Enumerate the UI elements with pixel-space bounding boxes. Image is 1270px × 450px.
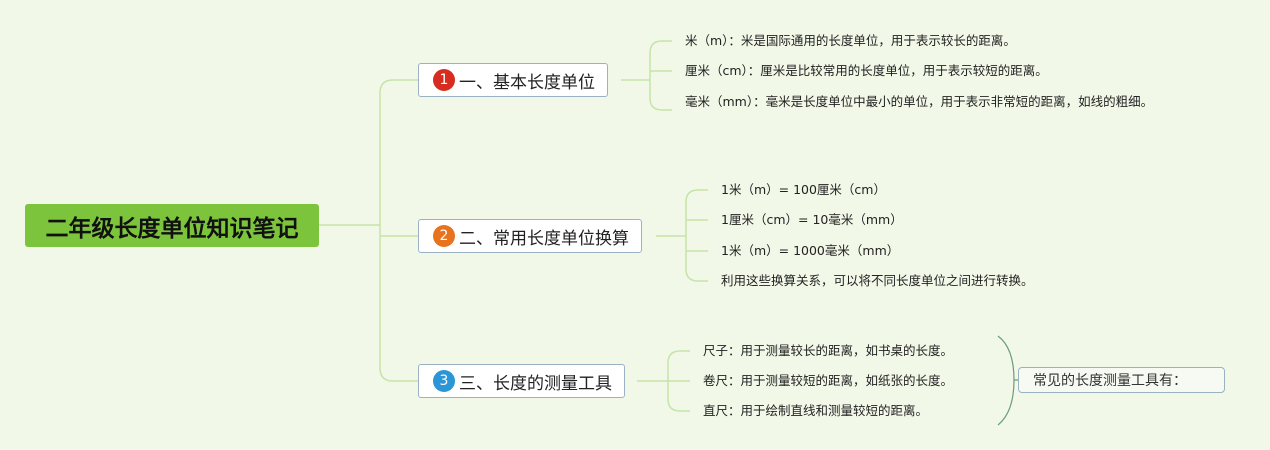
summary-label: 常见的长度测量工具有：	[1033, 373, 1187, 389]
leaf-straightedge[interactable]: 直尺：用于绘制直线和测量较短的距离。	[703, 403, 929, 418]
root-title: 二年级长度单位知识笔记	[45, 215, 299, 242]
number-badge-icon: 1	[433, 69, 455, 91]
number-badge-icon: 3	[433, 370, 455, 392]
leaf-conversion-m-cm[interactable]: 1米（m）= 100厘米（cm）	[721, 182, 886, 197]
branch-label: 三、长度的测量工具	[459, 373, 612, 394]
branch-label: 二、常用长度单位换算	[459, 228, 629, 249]
branch-unit-conversion[interactable]: 2 二、常用长度单位换算	[418, 219, 642, 253]
leaf-conversion-cm-mm[interactable]: 1厘米（cm）= 10毫米（mm）	[721, 212, 903, 227]
branch-basic-units[interactable]: 1 一、基本长度单位	[418, 63, 608, 97]
number-badge-icon: 2	[433, 225, 455, 247]
leaf-centimeter[interactable]: 厘米（cm）：厘米是比较常用的长度单位，用于表示较短的距离。	[685, 63, 1048, 78]
leaf-conversion-m-mm[interactable]: 1米（m）= 1000毫米（mm）	[721, 243, 900, 258]
leaf-conversion-note[interactable]: 利用这些换算关系，可以将不同长度单位之间进行转换。	[721, 273, 1034, 288]
leaf-ruler[interactable]: 尺子：用于测量较长的距离，如书桌的长度。	[703, 343, 954, 358]
leaf-millimeter[interactable]: 毫米（mm）：毫米是长度单位中最小的单位，用于表示非常短的距离，如线的粗细。	[685, 94, 1154, 109]
branch-label: 一、基本长度单位	[459, 72, 595, 93]
leaf-tape-measure[interactable]: 卷尺：用于测量较短的距离，如纸张的长度。	[703, 373, 954, 388]
branch-measuring-tools[interactable]: 3 三、长度的测量工具	[418, 364, 625, 398]
leaf-meter[interactable]: 米（m）：米是国际通用的长度单位，用于表示较长的距离。	[685, 33, 1016, 48]
summary-brace	[997, 335, 1015, 426]
root-topic[interactable]: 二年级长度单位知识笔记	[25, 204, 319, 247]
summary-topic[interactable]: 常见的长度测量工具有：	[1018, 367, 1225, 393]
